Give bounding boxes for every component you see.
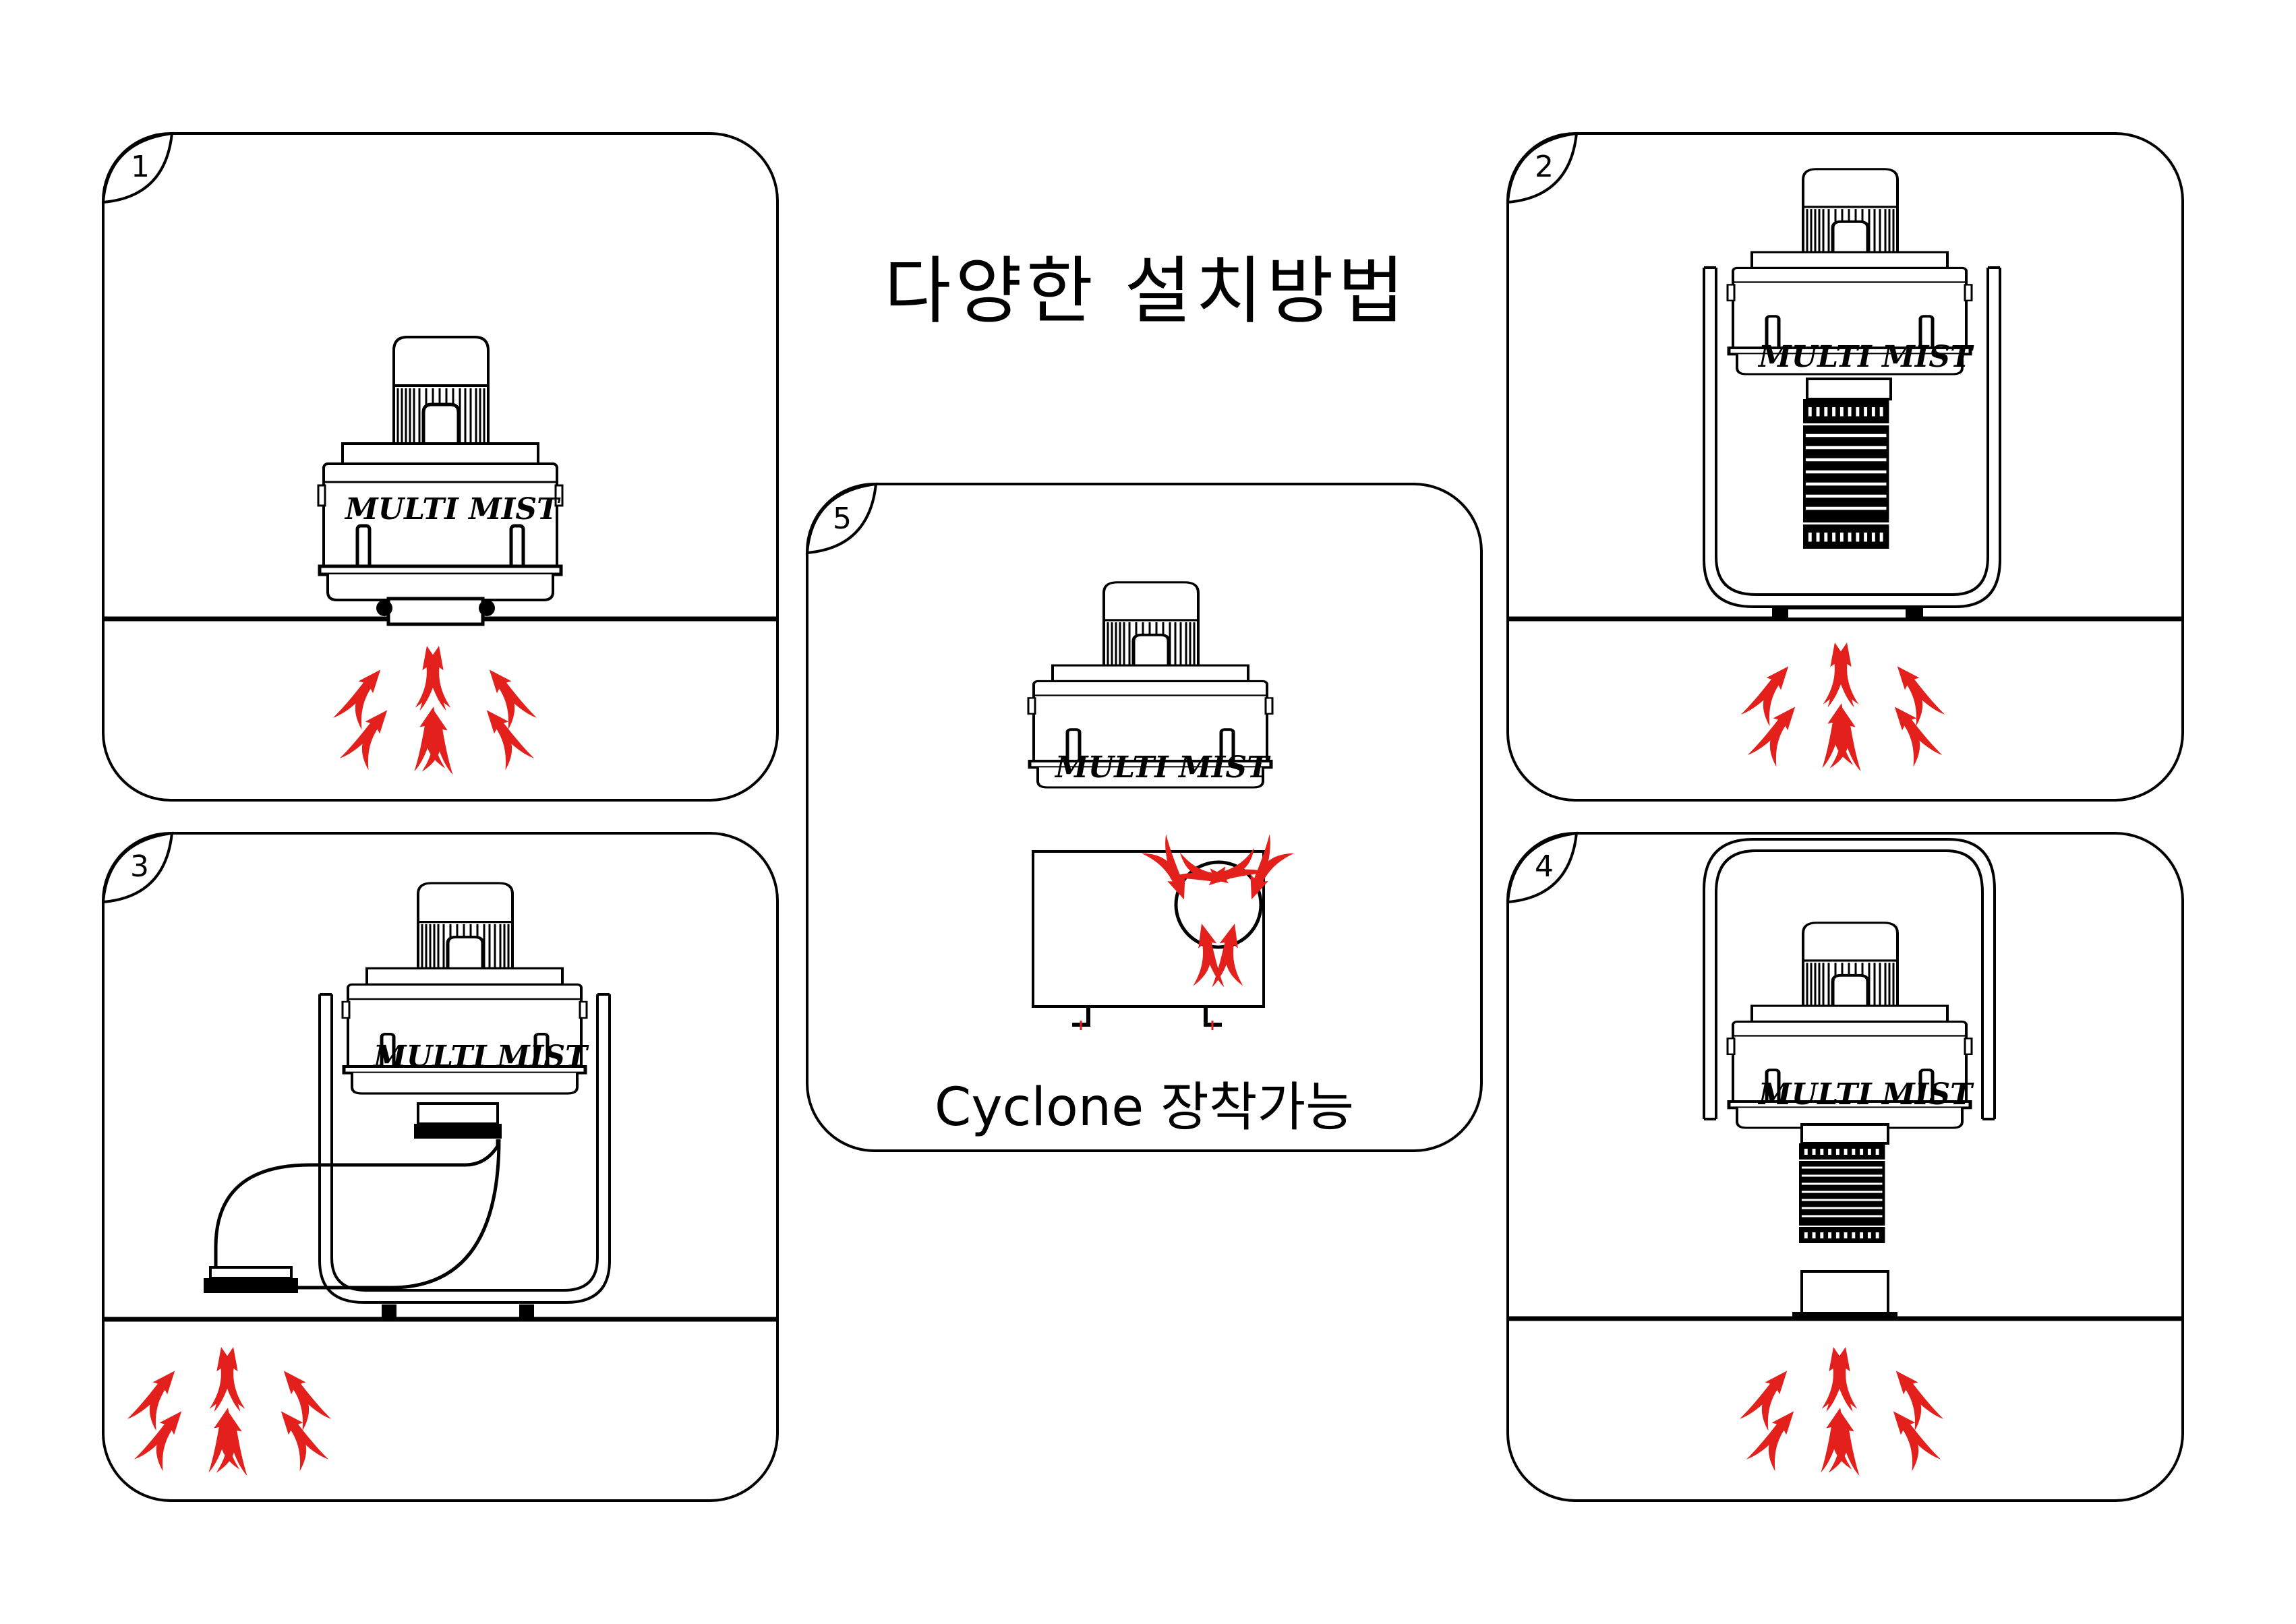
panel-2: 2 MULTI MIST	[1506, 131, 2184, 802]
panel-4-badge-icon	[1506, 831, 1579, 904]
page-title: 다양한 설치방법	[884, 249, 1409, 334]
panel-3-badge-icon	[101, 831, 174, 904]
panel-5: 5 MULTI MIST	[805, 482, 1483, 1152]
panel-3-duct-flange	[204, 1278, 298, 1293]
panel-5-frame	[806, 483, 1483, 1152]
panel-4-number: 4	[1535, 849, 1554, 884]
panel-4-bellows-duct	[1798, 1142, 1886, 1244]
panel-4-unit: MULTI MIST	[1728, 923, 1974, 1128]
panel-5-number: 5	[833, 502, 852, 536]
panel-1: 1 MULTI MIST	[101, 131, 779, 802]
panel-1-unit: MULTI MIST	[318, 337, 562, 626]
panel-2-bellows-duct	[1803, 399, 1889, 549]
panel-5-cyclone-inlet	[1174, 860, 1263, 949]
panel-2-brand-label: MULTI MIST	[1757, 340, 1974, 374]
panel-3: 3 MULTI MIST	[101, 831, 779, 1502]
panel-3-unit: MULTI MIST	[343, 883, 589, 1093]
panel-1-badge-icon	[101, 131, 174, 204]
panel-3-number: 3	[130, 849, 149, 884]
panel-5-brand-label: MULTI MIST	[1054, 750, 1271, 785]
panel-2-badge-icon	[1506, 131, 1579, 204]
panel-3-brand-label: MULTI MIST	[372, 1040, 589, 1074]
panel-1-brand-label: MULTI MIST	[344, 492, 561, 527]
panel-2-number: 2	[1535, 150, 1554, 184]
panel-5-unit: MULTI MIST	[1028, 582, 1272, 787]
panel-2-unit: MULTI MIST	[1728, 169, 1974, 374]
panel-4: 4 MULTI MIST	[1506, 831, 2184, 1502]
panel-5-caption: Cyclone 장착가능	[934, 1077, 1355, 1138]
panel-5-badge-icon	[805, 482, 878, 555]
panel-1-number: 1	[131, 150, 150, 184]
panel-4-brand-label: MULTI MIST	[1757, 1077, 1974, 1112]
